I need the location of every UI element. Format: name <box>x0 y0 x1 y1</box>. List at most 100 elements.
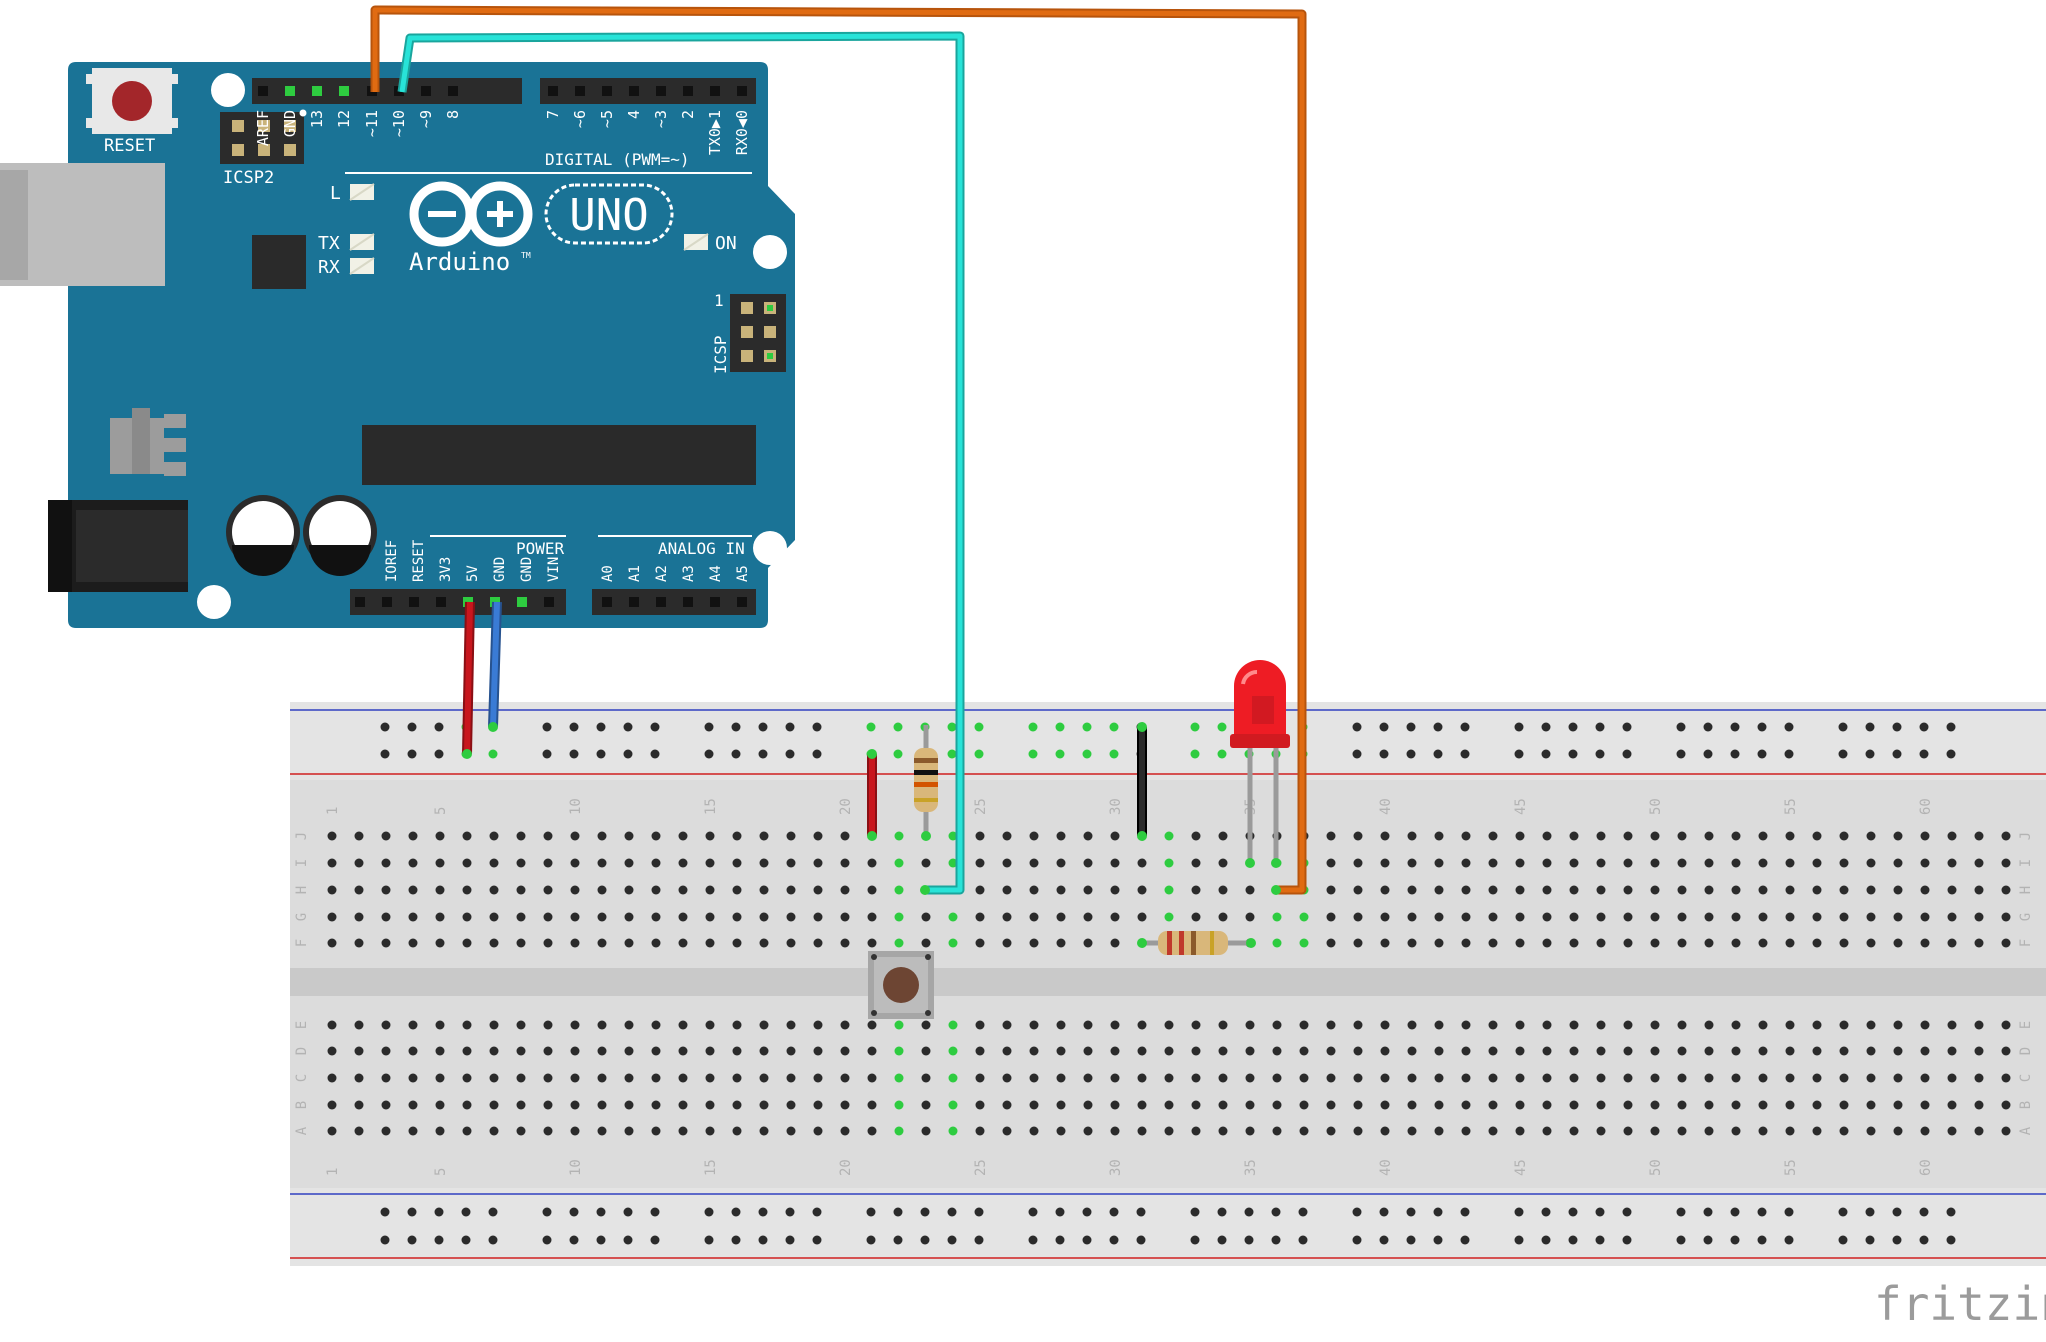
breadboard-hole <box>1677 1073 1687 1083</box>
rail-hole <box>1082 722 1092 732</box>
breadboard-hole <box>354 938 364 948</box>
breadboard-hole <box>381 885 391 895</box>
breadboard-hole <box>1704 1020 1714 1030</box>
wire-cyan-pin12 <box>397 31 965 895</box>
breadboard-hole <box>1002 1046 1012 1056</box>
breadboard-hole <box>1731 938 1741 948</box>
breadboard-hole <box>867 938 877 948</box>
led-tx-label: TX <box>318 233 340 254</box>
breadboard-hole <box>1812 1046 1822 1056</box>
breadboard-hole <box>1029 1046 1039 1056</box>
arduino-brand: Arduino <box>409 248 510 276</box>
header-pin <box>656 86 666 96</box>
breadboard-hole <box>1569 938 1579 948</box>
breadboard-hole <box>1974 1073 1984 1083</box>
column-number: 25 <box>973 1159 989 1176</box>
header-pin <box>602 86 612 96</box>
rail-hole <box>1244 1235 1254 1245</box>
breadboard-hole <box>381 1126 391 1136</box>
wire-endpoint <box>1137 938 1147 948</box>
breadboard-hole <box>1110 1100 1120 1110</box>
breadboard-hole <box>1461 831 1471 841</box>
rail-hole <box>1541 749 1551 759</box>
breadboard-hole <box>1380 858 1390 868</box>
breadboard-hole <box>1596 938 1606 948</box>
breadboard-hole <box>1326 1100 1336 1110</box>
breadboard-hole <box>1785 1020 1795 1030</box>
breadboard-hole <box>678 858 688 868</box>
breadboard-hole <box>1434 831 1444 841</box>
wire-endpoint <box>488 722 498 732</box>
breadboard-hole <box>1704 858 1714 868</box>
breadboard-hole <box>327 858 337 868</box>
rail-hole <box>1703 749 1713 759</box>
breadboard-hole <box>1812 912 1822 922</box>
breadboard-hole <box>381 1020 391 1030</box>
breadboard-hole <box>543 831 553 841</box>
rail-hole <box>704 749 714 759</box>
power-pin-label: RESET <box>411 539 427 582</box>
breadboard-hole <box>543 858 553 868</box>
icsp2-label: ICSP2 <box>223 168 274 188</box>
digital-pin-label: ~9 <box>417 110 435 128</box>
breadboard-hole <box>1812 831 1822 841</box>
breadboard-hole <box>1542 1020 1552 1030</box>
breadboard-hole <box>1596 858 1606 868</box>
column-number: 10 <box>568 798 584 815</box>
led-on-label: ON <box>715 233 737 254</box>
breadboard-hole <box>489 912 499 922</box>
breadboard-hole <box>1056 885 1066 895</box>
rail-hole <box>893 1207 903 1217</box>
breadboard-hole <box>651 1100 661 1110</box>
breadboard-hole <box>1488 1046 1498 1056</box>
breadboard-hole <box>732 938 742 948</box>
rail-hole <box>434 1235 444 1245</box>
breadboard-hole <box>1596 1020 1606 1030</box>
breadboard-hole <box>1839 858 1849 868</box>
rail-hole <box>704 722 714 732</box>
breadboard-hole <box>1515 831 1525 841</box>
breadboard-hole <box>408 1100 418 1110</box>
header-pin <box>710 86 720 96</box>
breadboard-hole <box>1596 1100 1606 1110</box>
breadboard-hole <box>1488 885 1498 895</box>
breadboard-hole <box>1326 1046 1336 1056</box>
breadboard-hole <box>2001 1020 2011 1030</box>
column-number: 60 <box>1918 798 1934 815</box>
rail-hole <box>461 1235 471 1245</box>
rail-hole <box>1190 749 1200 759</box>
breadboard-hole <box>1029 912 1039 922</box>
breadboard-hole <box>381 912 391 922</box>
rail-hole <box>380 1207 390 1217</box>
breadboard-hole <box>732 1073 742 1083</box>
rail-hole <box>1190 722 1200 732</box>
breadboard-hole <box>1866 1100 1876 1110</box>
rail-hole <box>1568 722 1578 732</box>
breadboard-hole <box>408 912 418 922</box>
reset-button[interactable] <box>86 68 178 134</box>
breadboard-hole <box>2001 885 2011 895</box>
rail-hole <box>1541 722 1551 732</box>
breadboard-hole <box>678 885 688 895</box>
breadboard-hole <box>381 1046 391 1056</box>
rail-hole <box>1433 722 1443 732</box>
breadboard-hole <box>1299 1020 1309 1030</box>
breadboard-hole <box>597 1073 607 1083</box>
row-letter: F <box>2018 939 2034 947</box>
icsp-header <box>730 294 786 372</box>
breadboard-hole <box>543 885 553 895</box>
breadboard-hole <box>786 858 796 868</box>
breadboard-hole <box>624 1073 634 1083</box>
breadboard-hole <box>1245 912 1255 922</box>
row-letter: A <box>294 1126 310 1135</box>
rail-hole <box>1352 749 1362 759</box>
breadboard-hole <box>1434 885 1444 895</box>
breadboard-hole <box>894 1073 904 1083</box>
breadboard-hole <box>1083 912 1093 922</box>
rail-hole <box>704 1235 714 1245</box>
column-number: 30 <box>1108 798 1124 815</box>
rail-hole <box>488 749 498 759</box>
rail-hole <box>1433 1207 1443 1217</box>
pushbutton[interactable] <box>868 951 934 1019</box>
breadboard-hole <box>2001 858 2011 868</box>
